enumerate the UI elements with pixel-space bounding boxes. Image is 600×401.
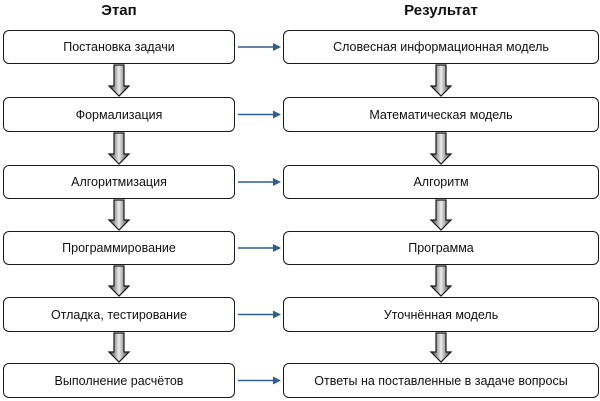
result-box-answers: Ответы на поставленные в задаче вопросы <box>283 363 599 398</box>
stage-box-computation: Выполнение расчётов <box>3 363 235 398</box>
stage-flow-arrow <box>107 199 131 231</box>
stage-to-result-arrow <box>238 43 281 51</box>
stage-flow-arrow <box>107 64 131 97</box>
stage-to-result-arrow <box>238 110 281 119</box>
stage-column-header: Этап <box>101 2 137 19</box>
stage-to-result-arrow <box>238 244 281 252</box>
stage-flow-arrow <box>107 132 131 165</box>
stage-to-result-arrow <box>238 178 281 186</box>
stage-to-result-arrow <box>238 376 281 385</box>
stage-box-algorithmization: Алгоритмизация <box>3 165 235 199</box>
stage-box-formalization: Формализация <box>3 97 235 132</box>
stage-box-debugging-testing: Отладка, тестирование <box>3 297 235 332</box>
stage-flow-arrow <box>107 332 131 363</box>
result-column-header: Результат <box>404 2 478 19</box>
result-box-program: Программа <box>283 231 599 265</box>
result-flow-arrow <box>429 199 453 231</box>
stage-box-programming: Программирование <box>3 231 235 265</box>
result-box-verbal-model: Словесная информационная модель <box>283 30 599 64</box>
result-box-algorithm: Алгоритм <box>283 165 599 199</box>
stage-flow-arrow <box>107 265 131 297</box>
result-flow-arrow <box>429 332 453 363</box>
result-flow-arrow <box>429 132 453 165</box>
stage-to-result-arrow <box>238 310 281 319</box>
result-box-refined-model: Уточнённая модель <box>283 297 599 332</box>
result-box-math-model: Математическая модель <box>283 97 599 132</box>
result-flow-arrow <box>429 64 453 97</box>
stage-box-problem-statement: Постановка задачи <box>3 30 235 64</box>
result-flow-arrow <box>429 265 453 297</box>
